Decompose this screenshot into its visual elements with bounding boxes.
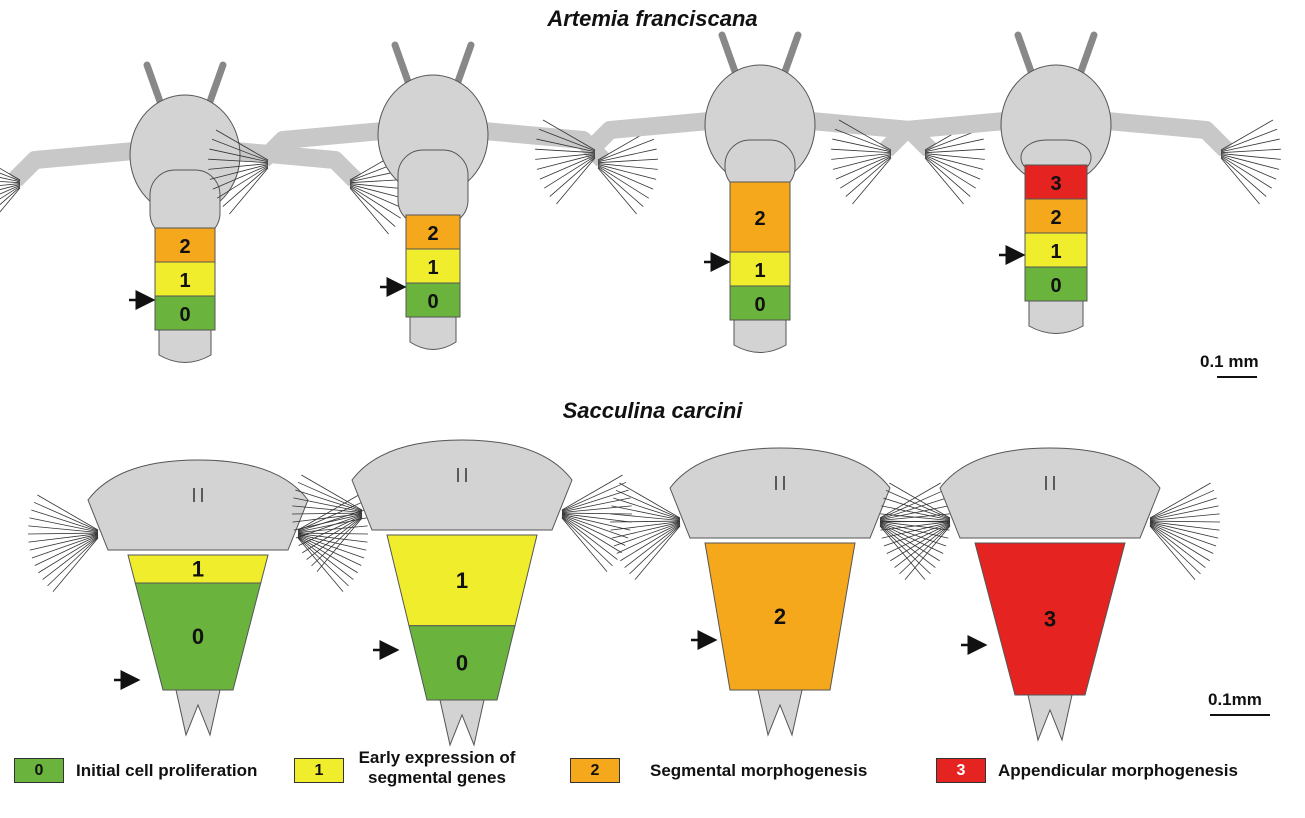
segment-label-1: 1	[427, 257, 438, 279]
right-limb	[1096, 120, 1226, 150]
segment-label-1: 1	[754, 260, 765, 282]
legend-swatch-2: 2	[570, 758, 620, 783]
legend-swatch-0: 0	[14, 758, 64, 783]
artemia-title: Artemia franciscana	[0, 6, 1305, 32]
right-setae	[1221, 120, 1281, 204]
legend-item-0: 0 Initial cell proliferation	[14, 758, 257, 783]
sacculina-larva-1: 10	[28, 460, 368, 735]
telson	[734, 320, 786, 353]
segment-label-0: 0	[427, 291, 438, 313]
segment-label-1: 1	[192, 557, 204, 582]
furca	[758, 690, 802, 735]
left-limb	[590, 120, 720, 150]
segment-label-1: 1	[179, 270, 190, 292]
left-setae	[0, 150, 20, 234]
segment-label-0: 0	[179, 304, 190, 326]
segment-label-0: 0	[192, 624, 204, 649]
telson	[159, 330, 211, 363]
sacculina-larva-3: 2	[610, 448, 950, 735]
carapace	[940, 448, 1160, 538]
segment-label-1: 1	[456, 568, 468, 593]
sacculina-title: Sacculina carcini	[0, 398, 1305, 424]
legend-swatch-1: 1	[294, 758, 344, 783]
legend-label-2: Segmental morphogenesis	[650, 761, 867, 781]
right-setae	[562, 475, 632, 572]
legend-label-0: Initial cell proliferation	[76, 761, 257, 781]
right-setae	[1150, 483, 1220, 580]
scale-bar-top	[1217, 376, 1257, 378]
segment-label-0: 0	[456, 650, 468, 675]
legend: 0 Initial cell proliferation 1 Early exp…	[0, 750, 1305, 818]
thorax	[398, 150, 468, 225]
artemia-larva-4: 3 2 1 0	[831, 35, 1281, 334]
legend-item-3: 3 Appendicular morphogenesis	[936, 758, 1238, 783]
left-limb	[15, 150, 145, 180]
legend-swatch-3: 3	[936, 758, 986, 783]
segment-label-2: 2	[1050, 207, 1061, 229]
segment-label-2: 2	[754, 208, 765, 230]
segment-label-0: 0	[1050, 275, 1061, 297]
left-setae	[880, 483, 950, 580]
furca	[440, 700, 484, 745]
scale-label-top: 0.1 mm	[1200, 352, 1259, 372]
legend-label-3: Appendicular morphogenesis	[998, 761, 1238, 781]
segment-label-2: 2	[774, 604, 786, 629]
artemia-larva-2: 2 1 0	[208, 45, 658, 350]
left-setae	[292, 475, 362, 572]
artemia-larva-1: 2 1 0	[0, 65, 410, 363]
scale-bar-bottom	[1210, 714, 1270, 716]
legend-item-1: 1	[294, 758, 344, 783]
sacculina-larva-4: 3	[880, 448, 1220, 740]
left-setae	[28, 495, 98, 592]
segment-label-2: 2	[179, 236, 190, 258]
furca	[1028, 695, 1072, 740]
carapace	[88, 460, 308, 550]
scale-label-bottom: 0.1mm	[1208, 690, 1262, 710]
legend-label-1: Early expression of segmental genes	[352, 748, 522, 788]
right-limb	[473, 130, 603, 160]
segment-label-1: 1	[1050, 241, 1061, 263]
carapace	[352, 440, 572, 530]
artemia-larva-3: 2 1 0	[535, 35, 985, 353]
legend-item-2: 2 Segmental morphogenesis	[570, 758, 867, 783]
artemia-row: 2 1 0 2 1 0 2 1 0 3 2 1 0	[0, 35, 1281, 363]
segment-label-0: 0	[754, 294, 765, 316]
furca	[176, 690, 220, 735]
telson	[1029, 301, 1083, 334]
carapace	[670, 448, 890, 538]
segment-label-3: 3	[1050, 173, 1061, 195]
sacculina-larva-2: 10	[292, 440, 632, 745]
left-setae	[610, 483, 680, 580]
segment-label-2: 2	[427, 223, 438, 245]
segment-label-3: 3	[1044, 607, 1056, 632]
telson	[410, 317, 456, 350]
